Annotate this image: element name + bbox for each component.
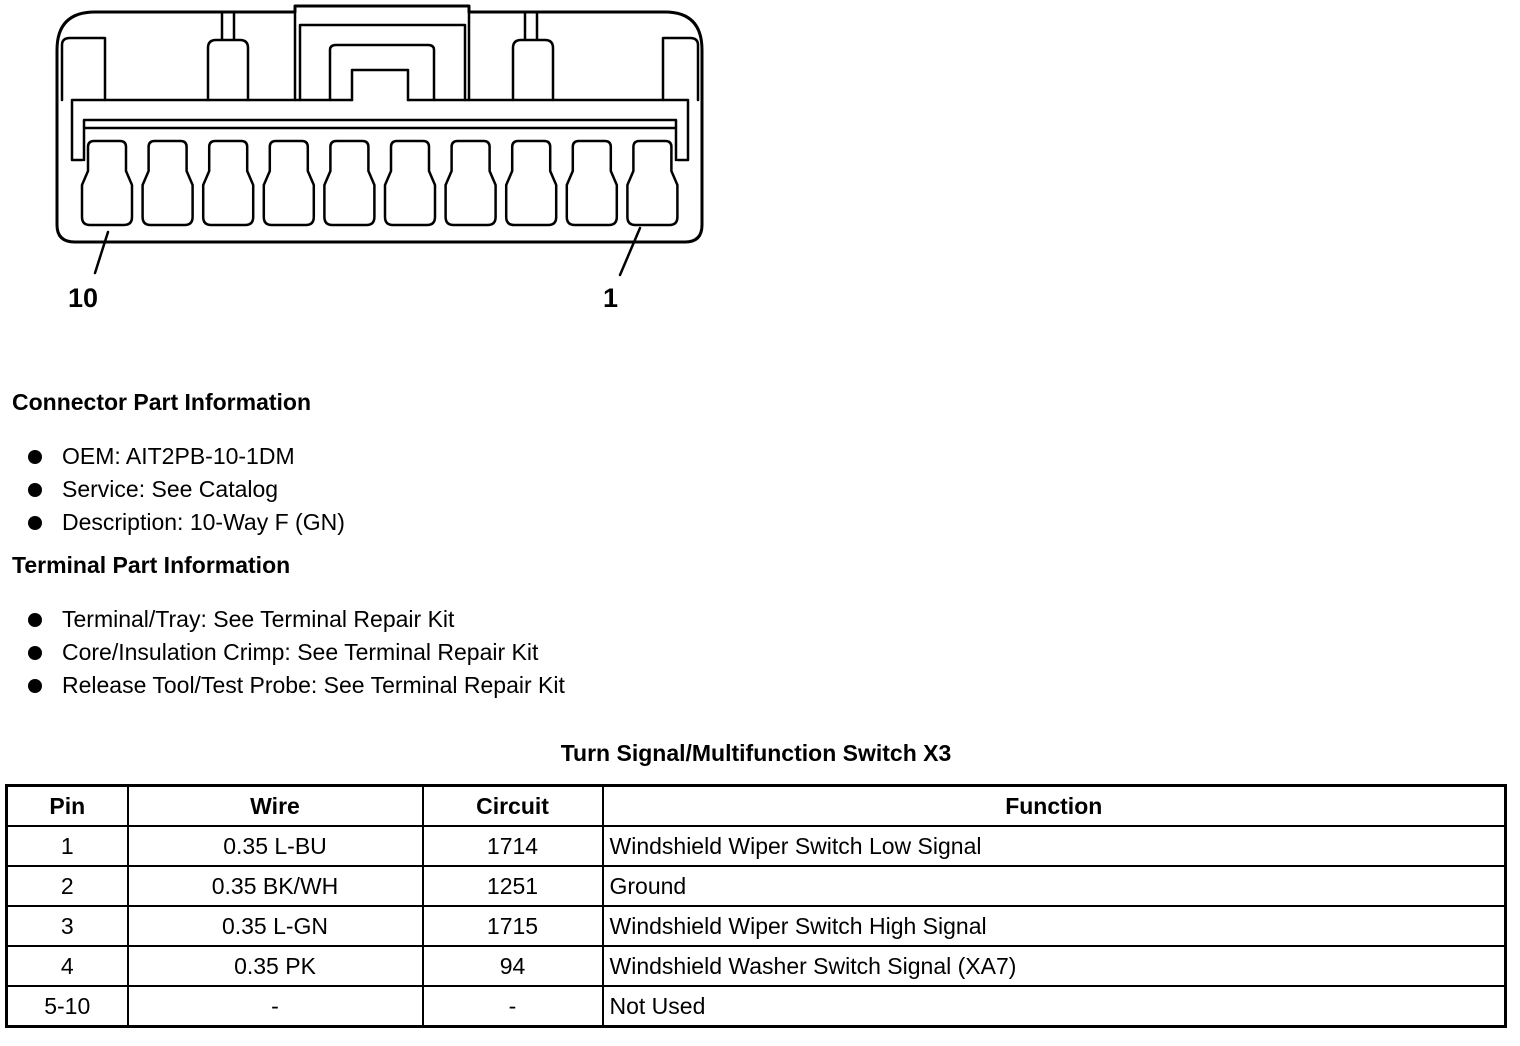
list-item: Release Tool/Test Probe: See Terminal Re… [28,669,565,702]
bullet-icon [28,613,42,627]
pin-10-label: 10 [68,283,99,313]
post-left [206,10,250,102]
column-header-function: Function [601,784,1507,827]
cell-wire: 0.35 L-BU [126,825,424,867]
center-key [293,10,471,102]
terminal-cavity [323,139,376,227]
cell-circuit: 1715 [421,905,604,947]
column-header-circuit: Circuit [421,784,604,827]
list-item-text: Core/Insulation Crimp: See Terminal Repa… [62,639,539,665]
cell-circuit: 1251 [421,865,604,907]
list-item: Service: See Catalog [28,473,345,506]
cell-function: Windshield Washer Switch Signal (XA7) [601,945,1507,987]
list-item: Core/Insulation Crimp: See Terminal Repa… [28,636,565,669]
cell-function: Windshield Wiper Switch Low Signal [601,825,1507,867]
pin-1-label: 1 [603,283,619,313]
pin-1-leader-line [618,226,642,277]
cavity-channel [82,118,678,162]
bullet-icon [28,646,42,660]
cell-wire: 0.35 L-GN [126,905,424,947]
terminal-info-heading: Terminal Part Information [12,552,291,578]
post-right [511,10,555,102]
cell-pin: 3 [5,905,129,947]
terminal-cavity [565,139,619,227]
cell-circuit: - [421,985,604,1028]
pinout-table: Pin Wire Circuit Function 1 0.35 L-BU 17… [5,784,1507,1028]
list-item-text: OEM: AIT2PB-10-1DM [62,443,295,469]
terminal-cavities [80,139,679,227]
table-row: 1 0.35 L-BU 1714 Windshield Wiper Switch… [5,825,1507,867]
list-item: Description: 10-Way F (GN) [28,506,345,539]
cell-function: Not Used [601,985,1507,1028]
table-title: Turn Signal/Multifunction Switch X3 [560,740,952,766]
cell-pin: 2 [5,865,129,907]
terminal-info-list: Terminal/Tray: See Terminal Repair Kit C… [28,603,565,702]
latch-right-outer [661,36,700,102]
column-header-wire: Wire [126,784,424,827]
cell-pin: 4 [5,945,129,987]
connector-housing-outline [55,4,704,244]
list-item-text: Service: See Catalog [62,476,279,502]
list-item-text: Terminal/Tray: See Terminal Repair Kit [62,606,455,632]
terminal-cavity [141,139,194,227]
terminal-cavity [504,139,558,227]
latch-left-outer [60,36,107,102]
terminal-cavity [626,139,679,227]
table-row: 5-10 - - Not Used [5,985,1507,1028]
terminal-cavity [444,139,497,227]
list-item-text: Release Tool/Test Probe: See Terminal Re… [62,672,565,698]
table-header-row: Pin Wire Circuit Function [5,784,1507,827]
bullet-icon [28,450,42,464]
cell-wire: 0.35 PK [126,945,424,987]
column-header-pin: Pin [5,784,129,827]
pin-10-leader-line [93,230,110,275]
terminal-cavity [262,139,316,227]
cell-circuit: 1714 [421,825,604,867]
terminal-cavity [201,139,255,227]
cell-function: Ground [601,865,1507,907]
bullet-icon [28,483,42,497]
cell-circuit: 94 [421,945,604,987]
terminal-cavity [80,139,134,227]
table-row: 3 0.35 L-GN 1715 Windshield Wiper Switch… [5,905,1507,947]
connector-info-heading: Connector Part Information [12,389,312,415]
list-item: Terminal/Tray: See Terminal Repair Kit [28,603,565,636]
terminal-cavity [383,139,437,227]
table-row: 2 0.35 BK/WH 1251 Ground [5,865,1507,907]
list-item-text: Description: 10-Way F (GN) [62,509,345,535]
cell-wire: 0.35 BK/WH [126,865,424,907]
table-row: 4 0.35 PK 94 Windshield Washer Switch Si… [5,945,1507,987]
bullet-icon [28,516,42,530]
connector-inner-outline [70,98,690,162]
cell-pin: 1 [5,825,129,867]
connector-info-list: OEM: AIT2PB-10-1DM Service: See Catalog … [28,440,345,539]
cell-pin: 5-10 [5,985,129,1028]
connector-face-diagram [55,4,704,277]
cell-wire: - [126,985,424,1028]
bullet-icon [28,679,42,693]
list-item: OEM: AIT2PB-10-1DM [28,440,345,473]
cell-function: Windshield Wiper Switch High Signal [601,905,1507,947]
